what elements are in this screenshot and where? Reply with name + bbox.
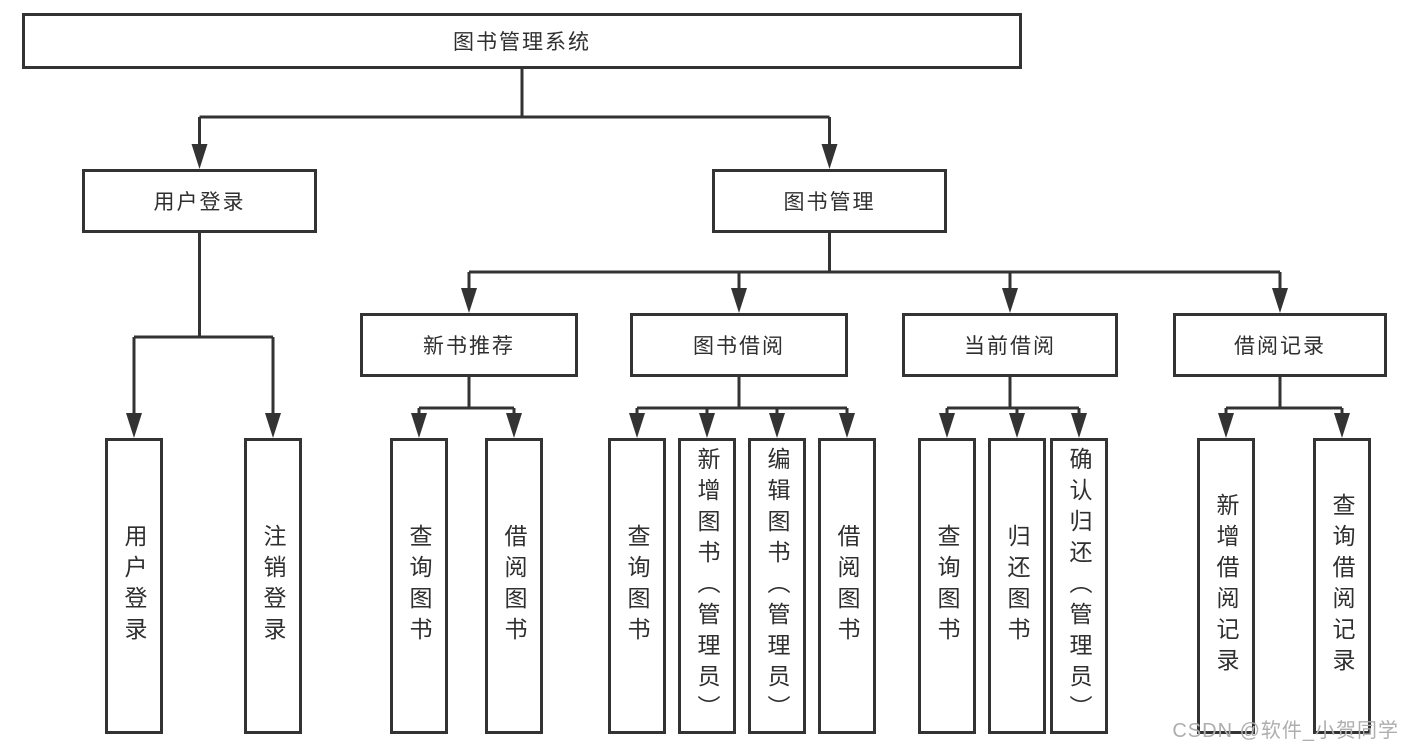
- arrowhead: [1272, 288, 1288, 313]
- node-book-management: 图书管理: [712, 169, 947, 233]
- leaf-borrow-book-recommend: 借阅图书: [485, 438, 543, 734]
- leaf-confirm-return-admin: 确认归还（管理员）: [1050, 438, 1108, 734]
- leaf-label: 借阅图书: [501, 524, 527, 648]
- arrowhead: [1002, 288, 1018, 313]
- node-new-book-recommend: 新书推荐: [360, 313, 578, 377]
- node-label: 借阅记录: [1234, 335, 1326, 358]
- leaf-query-book-borrow: 查询图书: [608, 438, 666, 734]
- arrowhead: [126, 413, 142, 438]
- leaf-label: 归还图书: [1004, 524, 1030, 648]
- arrowhead: [265, 413, 281, 438]
- arrowhead: [461, 288, 477, 313]
- leaf-user-login: 用户登录: [105, 438, 163, 734]
- connector-userlogin-to-leaves: [132, 233, 275, 430]
- connector-newbook-to-leaves: [417, 377, 516, 430]
- leaf-query-borrow-record: 查询借阅记录: [1313, 438, 1371, 734]
- leaf-label: 借阅图书: [834, 524, 860, 648]
- arrowhead: [1218, 413, 1234, 438]
- arrowhead: [939, 413, 955, 438]
- arrowhead: [821, 144, 838, 169]
- leaf-borrow-book: 借阅图书: [818, 438, 876, 734]
- arrowhead: [839, 413, 855, 438]
- arrowhead: [506, 413, 522, 438]
- arrowhead: [411, 413, 427, 438]
- leaf-label: 新增借阅记录: [1213, 493, 1239, 679]
- node-label: 图书借阅: [693, 335, 785, 358]
- arrowhead: [629, 413, 645, 438]
- arrowheads: [126, 144, 1350, 438]
- leaf-label: 新增图书（管理员）: [694, 446, 720, 726]
- node-label: 用户登录: [153, 191, 246, 214]
- leaf-label: 确认归还（管理员）: [1066, 446, 1092, 726]
- leaf-logout: 注销登录: [244, 438, 302, 734]
- node-borrow-record: 借阅记录: [1173, 313, 1387, 377]
- arrowhead: [1071, 413, 1087, 438]
- leaf-add-borrow-record: 新增借阅记录: [1197, 438, 1255, 734]
- leaf-query-book-recommend: 查询图书: [390, 438, 448, 734]
- leaf-label: 编辑图书（管理员）: [764, 446, 790, 726]
- arrowhead: [769, 413, 785, 438]
- arrowhead: [191, 144, 208, 169]
- node-label: 图书管理: [783, 191, 876, 214]
- node-user-login: 用户登录: [82, 169, 317, 233]
- leaf-return-book: 归还图书: [988, 438, 1046, 734]
- leaf-label: 查询借阅记录: [1329, 493, 1355, 679]
- leaf-query-book-current: 查询图书: [918, 438, 976, 734]
- leaf-label: 查询图书: [624, 524, 650, 648]
- leaf-label: 用户登录: [121, 524, 147, 648]
- connector-root-to-level1: [198, 68, 831, 160]
- leaf-add-book-admin: 新增图书（管理员）: [678, 438, 736, 734]
- connector-borrowrec-to-leaves: [1224, 377, 1344, 430]
- leaf-edit-book-admin: 编辑图书（管理员）: [748, 438, 806, 734]
- arrowhead: [731, 288, 747, 313]
- leaf-label: 查询图书: [406, 524, 432, 648]
- node-label: 图书管理系统: [453, 31, 591, 54]
- leaf-label: 查询图书: [934, 524, 960, 648]
- node-label: 新书推荐: [423, 335, 515, 358]
- leaf-label: 注销登录: [260, 524, 286, 648]
- node-current-borrow: 当前借阅: [902, 313, 1118, 377]
- arrowhead: [1009, 413, 1025, 438]
- arrowhead: [699, 413, 715, 438]
- arrowhead: [1334, 413, 1350, 438]
- node-root-system: 图书管理系统: [22, 13, 1022, 69]
- connector-bookmgmt-to-level2: [467, 233, 1282, 305]
- node-label: 当前借阅: [964, 335, 1056, 358]
- connector-bookborrow-to-leaves: [635, 377, 849, 430]
- node-book-borrow: 图书借阅: [630, 313, 848, 377]
